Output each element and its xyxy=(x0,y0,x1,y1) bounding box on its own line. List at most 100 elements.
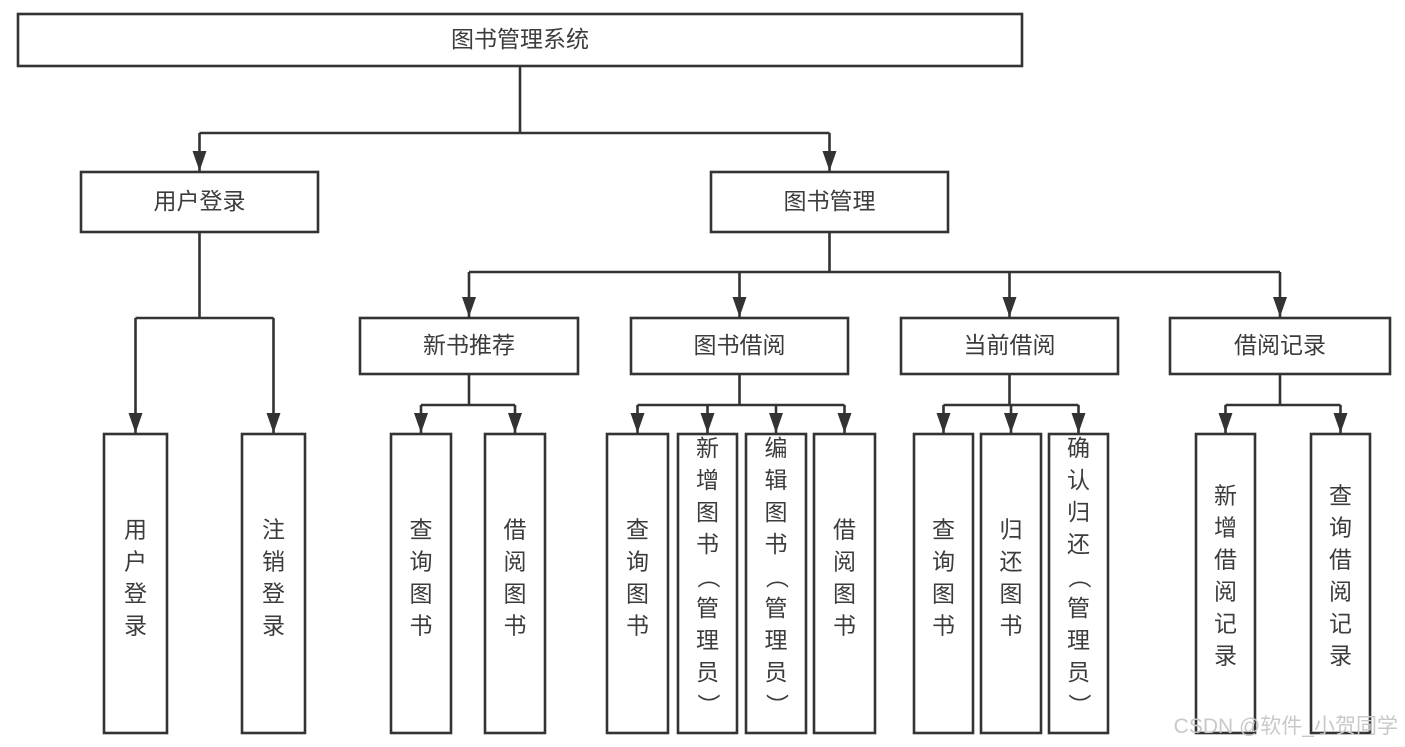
node-label-char: 书 xyxy=(696,531,719,557)
node-box-leaf-add-borrow-record xyxy=(1194,432,1257,735)
node-label-char: 图 xyxy=(410,581,433,607)
node-book-manage[interactable]: 图书管理 xyxy=(709,170,950,234)
node-label-char: 记 xyxy=(1329,611,1352,637)
node-label-char: （ xyxy=(764,566,790,589)
node-label-char: 书 xyxy=(1000,613,1023,639)
node-label-char: 编 xyxy=(765,435,788,461)
node-box-leaf-logout xyxy=(240,432,307,735)
node-label-char: 图 xyxy=(932,581,955,607)
node-box-leaf-query-book-current xyxy=(912,432,975,735)
node-book-borrow[interactable]: 图书借阅 xyxy=(629,316,850,376)
node-label-char: 图 xyxy=(696,499,719,525)
node-label-char: 登 xyxy=(124,581,147,607)
node-label-root: 图书管理系统 xyxy=(451,26,589,52)
node-label-char: 图 xyxy=(504,581,527,607)
node-box-root xyxy=(16,12,1024,68)
node-label-char: 注 xyxy=(262,517,285,543)
connector-arrowhead xyxy=(936,413,951,433)
node-label-char: 管 xyxy=(765,595,788,621)
node-label-char: 认 xyxy=(1067,467,1090,493)
node-label-char: 借 xyxy=(504,517,527,543)
node-label-char: 确 xyxy=(1067,435,1090,461)
connector-arrowhead xyxy=(700,413,715,433)
node-box-new-book-recommend xyxy=(358,316,580,376)
node-box-leaf-edit-book-admin xyxy=(744,432,808,735)
node-label-char: 图 xyxy=(626,581,649,607)
node-layer: 图书管理系统用户登录图书管理新书推荐图书借阅当前借阅借阅记录用户登录注销登录查询… xyxy=(16,12,1392,735)
node-label-char: ） xyxy=(1067,694,1093,717)
node-box-current-borrow xyxy=(899,316,1120,376)
node-label-char: 增 xyxy=(696,467,719,493)
node-label-char: 查 xyxy=(1329,483,1352,509)
node-label-char: 书 xyxy=(410,613,433,639)
node-label-char: 阅 xyxy=(504,549,527,575)
node-label-char: 管 xyxy=(696,595,719,621)
node-label-char: 借 xyxy=(833,517,856,543)
connector-arrowhead xyxy=(1071,413,1086,433)
node-label-char: 销 xyxy=(262,549,285,575)
node-label-char: 录 xyxy=(124,613,147,639)
node-label-char: 还 xyxy=(1000,549,1023,575)
node-label-char: 户 xyxy=(124,549,147,575)
node-box-user-login xyxy=(79,170,320,234)
node-user-login[interactable]: 用户登录 xyxy=(79,170,320,234)
node-label-char: ） xyxy=(764,694,790,717)
node-label-char: 理 xyxy=(765,627,788,653)
node-label-char: 员 xyxy=(1067,659,1090,685)
node-label-char: 增 xyxy=(1214,515,1237,541)
node-box-leaf-query-book-rec xyxy=(389,432,453,735)
connector-arrowhead xyxy=(508,413,522,433)
node-current-borrow[interactable]: 当前借阅 xyxy=(899,316,1120,376)
node-leaf-user-login[interactable]: 用户登录 xyxy=(102,432,169,735)
node-label-char: 借 xyxy=(1329,547,1352,573)
node-label-char: 查 xyxy=(932,517,955,543)
connector-arrowhead xyxy=(1273,297,1287,317)
node-label-char: 询 xyxy=(932,549,955,575)
node-label-char: （ xyxy=(696,566,722,589)
node-label-char: 询 xyxy=(410,549,433,575)
node-label-char: 录 xyxy=(1214,643,1237,669)
node-box-leaf-return-book xyxy=(979,432,1043,735)
node-label-char: （ xyxy=(1067,566,1093,589)
node-borrow-record[interactable]: 借阅记录 xyxy=(1168,316,1392,376)
node-label-char: 书 xyxy=(504,613,527,639)
node-label-char: 理 xyxy=(696,627,719,653)
node-label-char: 还 xyxy=(1067,531,1090,557)
node-label-char: 新 xyxy=(1214,483,1237,509)
node-box-book-manage xyxy=(709,170,950,234)
connector-arrowhead xyxy=(1004,413,1018,433)
node-box-leaf-borrow-book-rec xyxy=(483,432,547,735)
node-label-char: 录 xyxy=(262,613,285,639)
node-label-char: 新 xyxy=(696,435,719,461)
node-label-char: 借 xyxy=(1214,547,1237,573)
node-box-borrow-record xyxy=(1168,316,1392,376)
node-root[interactable]: 图书管理系统 xyxy=(16,12,1024,68)
connector-arrowhead xyxy=(266,413,281,433)
connector-arrowhead xyxy=(128,413,143,433)
node-label-char: 书 xyxy=(932,613,955,639)
node-label-char: 登 xyxy=(262,581,285,607)
connector-arrowhead xyxy=(414,413,428,433)
node-label-char: 用 xyxy=(124,517,147,543)
node-label-char: 图 xyxy=(765,499,788,525)
node-label-borrow-record: 借阅记录 xyxy=(1234,332,1326,358)
node-label-char: 书 xyxy=(833,613,856,639)
node-new-book-recommend[interactable]: 新书推荐 xyxy=(358,316,580,376)
node-box-leaf-user-login xyxy=(102,432,169,735)
node-label-char: ） xyxy=(696,694,722,717)
node-label-char: 归 xyxy=(1067,499,1090,525)
connector-arrowhead xyxy=(630,413,645,433)
